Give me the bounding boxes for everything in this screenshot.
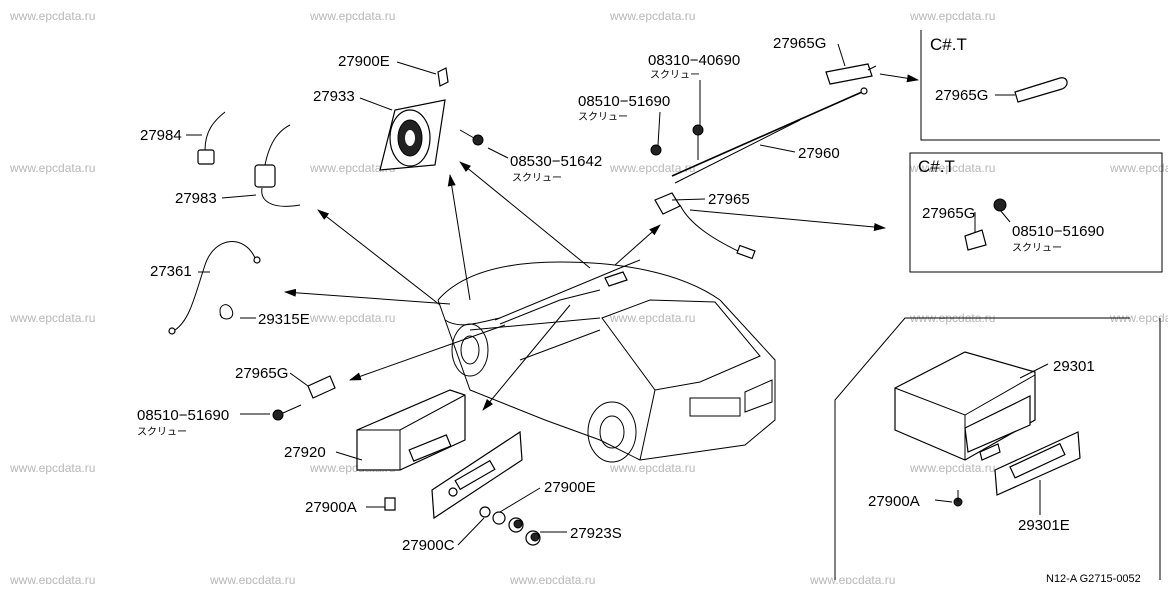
label-27960: 27960	[798, 145, 840, 162]
label-27900c: 27900C	[402, 537, 455, 554]
label-27984: 27984	[140, 127, 182, 144]
label-27965g-top: 27965G	[773, 35, 826, 52]
box2-title: C#.T	[918, 157, 955, 176]
cable-27361	[168, 241, 261, 335]
label-27900a-left: 27900A	[305, 499, 357, 516]
callout-box-1	[920, 30, 1160, 141]
watermark: www.epcdata.ru	[309, 9, 395, 23]
watermark: www.epcdata.ru	[9, 573, 95, 584]
watermark: www.epcdata.ru	[909, 161, 995, 175]
label-27965g-left: 27965G	[235, 365, 288, 382]
watermark: www.epcdata.ru	[509, 573, 595, 584]
label-27983: 27983	[175, 190, 217, 207]
watermarks: www.epcdata.ru www.epcdata.ru www.epcdat…	[9, 9, 1168, 587]
label-27900e-top: 27900E	[338, 53, 390, 70]
reference-code: N12-A G2715-0052	[1046, 573, 1141, 584]
label-27361: 27361	[150, 263, 192, 280]
watermark: www.epcdata.ru	[609, 461, 695, 475]
part-labels: 27900E 27933 27984 27983 27361 29315E 27…	[137, 35, 1141, 585]
watermark: www.epcdata.ru	[1109, 161, 1168, 175]
speaker-27933	[379, 67, 484, 171]
label-08310-sub: スクリュー	[650, 69, 700, 81]
watermark: www.epcdata.ru	[309, 161, 395, 175]
label-box2-08510: 08510−51690	[1012, 223, 1104, 240]
watermark: www.epcdata.ru	[9, 9, 95, 23]
label-08510-mid-sub: スクリュー	[578, 111, 628, 123]
label-29315e: 29315E	[258, 311, 310, 328]
watermark: www.epcdata.ru	[609, 161, 695, 175]
label-27900a-right: 27900A	[868, 493, 920, 510]
label-08510-mid: 08510−51690	[578, 93, 670, 110]
radio-29301	[834, 317, 1161, 580]
watermark: www.epcdata.ru	[909, 9, 995, 23]
label-29301: 29301	[1053, 358, 1095, 375]
label-08530: 08530−51642	[510, 153, 602, 170]
label-box1-27965g: 27965G	[935, 87, 988, 104]
bracket-27965g-left	[272, 375, 336, 421]
label-08530-sub: スクリュー	[512, 172, 562, 184]
leader-lines	[186, 43, 1049, 546]
watermark: www.epcdata.ru	[9, 311, 95, 325]
box1-title: C#.T	[930, 35, 967, 54]
label-box2-27965g: 27965G	[922, 205, 975, 222]
antenna-27960	[650, 87, 868, 260]
watermark: www.epcdata.ru	[609, 311, 695, 325]
label-box2-08510-sub: スクリュー	[1012, 242, 1062, 254]
label-29301e: 29301E	[1018, 517, 1070, 534]
label-27965: 27965	[708, 191, 750, 208]
car-body-drawing	[437, 259, 776, 463]
watermark: www.epcdata.ru	[9, 461, 95, 475]
radio-27920	[356, 389, 541, 546]
label-27933: 27933	[313, 88, 355, 105]
watermark: www.epcdata.ru	[209, 573, 295, 584]
label-27923s: 27923S	[570, 525, 622, 542]
label-27920: 27920	[284, 444, 326, 461]
watermark: www.epcdata.ru	[809, 573, 895, 584]
watermark: www.epcdata.ru	[609, 9, 695, 23]
watermark: www.epcdata.ru	[9, 161, 95, 175]
callout-box-2	[909, 152, 1163, 273]
label-08510-left: 08510−51690	[137, 407, 229, 424]
watermark: www.epcdata.ru	[309, 311, 395, 325]
bracket-27965g-top	[825, 63, 877, 85]
label-08310: 08310−40690	[648, 52, 740, 69]
watermark: www.epcdata.ru	[1109, 311, 1168, 325]
label-08510-left-sub: スクリュー	[137, 426, 187, 438]
label-27900e-bottom: 27900E	[544, 479, 596, 496]
pointer-arrows	[284, 73, 919, 411]
watermark: www.epcdata.ru	[909, 461, 995, 475]
noise-suppressor-parts	[197, 111, 301, 207]
